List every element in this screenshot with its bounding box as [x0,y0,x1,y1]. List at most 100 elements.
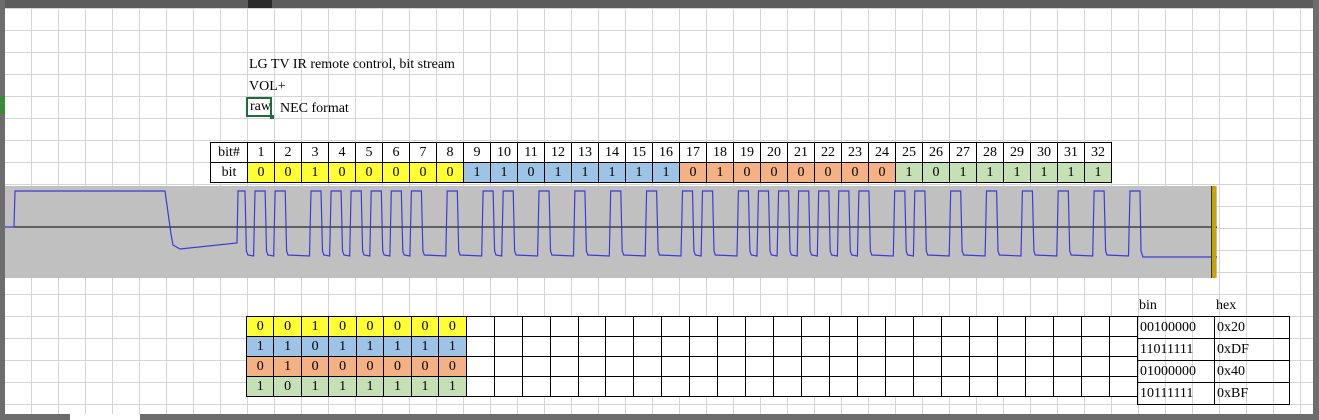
bit-value-cell[interactable]: 1 [976,162,1004,183]
bit-value-cell[interactable]: 1 [1030,162,1058,183]
bit-number-cell[interactable]: 7 [409,142,437,163]
empty-cell[interactable] [717,356,747,377]
empty-cell[interactable] [661,316,691,337]
empty-cell[interactable] [745,336,775,357]
empty-cell[interactable] [1080,376,1110,397]
empty-cell[interactable] [493,316,523,337]
empty-cell[interactable] [549,356,579,377]
empty-cell[interactable] [885,356,915,377]
bit-number-cell[interactable]: 17 [679,142,707,163]
bit-value-cell[interactable]: 1 [949,162,977,183]
sheet-title[interactable]: LG TV IR remote control, bit stream [249,57,455,72]
bit-number-cell[interactable]: 25 [895,142,923,163]
empty-cell[interactable] [997,316,1026,337]
bit-value-cell[interactable]: 0 [355,162,383,183]
byte-bit-cell[interactable]: 1 [273,356,302,377]
byte-bit-cell[interactable]: 1 [383,376,412,397]
empty-cell[interactable] [493,376,523,397]
empty-cell[interactable] [801,376,831,397]
empty-cell[interactable] [633,376,663,397]
empty-cell[interactable] [857,376,887,397]
empty-cell[interactable] [773,356,803,377]
bit-value-cell[interactable]: 0 [328,162,356,183]
empty-cell[interactable] [1108,356,1139,377]
bit-number-cell[interactable]: 12 [544,142,572,163]
bit-number-cell[interactable]: 2 [274,142,302,163]
empty-cell[interactable] [549,336,579,357]
empty-cell[interactable] [689,316,719,337]
empty-cell[interactable] [773,376,803,397]
bit-number-cell[interactable]: 13 [571,142,599,163]
empty-cell[interactable] [577,356,607,377]
empty-cell[interactable] [465,356,495,377]
empty-cell[interactable] [605,356,635,377]
byte-bit-cell[interactable]: 0 [410,316,440,337]
hex-value-cell[interactable]: 0xDF [1214,338,1290,361]
bit-value-cell[interactable]: 1 [301,162,329,183]
empty-cell[interactable] [1025,376,1054,397]
bit-number-cell[interactable]: 32 [1084,142,1112,163]
bit-value-cell[interactable]: 0 [868,162,896,183]
empty-cell[interactable] [969,376,999,397]
byte-bit-cell[interactable]: 1 [300,376,330,397]
empty-cell[interactable] [661,356,691,377]
bit-number-cell[interactable]: 5 [355,142,383,163]
empty-cell[interactable] [521,316,551,337]
bit-number-cell[interactable]: 4 [328,142,356,163]
empty-cell[interactable] [521,356,551,377]
empty-cell[interactable] [549,376,579,397]
empty-cell[interactable] [661,336,691,357]
byte-bit-cell[interactable]: 0 [245,316,275,337]
empty-cell[interactable] [577,316,607,337]
bit-value-cell[interactable]: 1 [895,162,923,183]
empty-cell[interactable] [549,316,579,337]
byte-bit-cell[interactable]: 1 [438,336,467,357]
byte-bit-cell[interactable]: 0 [245,356,275,377]
bit-value-cell[interactable]: 1 [625,162,653,183]
empty-cell[interactable] [1080,336,1110,357]
bit-value-cell[interactable]: 0 [841,162,869,183]
empty-cell[interactable] [969,336,999,357]
byte-bit-cell[interactable]: 1 [245,376,275,397]
empty-cell[interactable] [913,336,943,357]
empty-cell[interactable] [913,376,943,397]
empty-cell[interactable] [857,316,887,337]
empty-cell[interactable] [689,336,719,357]
bin-header[interactable]: bin [1139,298,1157,313]
bit-number-cell[interactable]: 29 [1003,142,1031,163]
bit-value-cell[interactable]: 1 [1084,162,1112,183]
empty-cell[interactable] [829,316,859,337]
empty-cell[interactable] [829,356,859,377]
byte-bit-cell[interactable]: 0 [438,316,467,337]
bit-value-cell[interactable]: 0 [814,162,842,183]
empty-cell[interactable] [661,376,691,397]
byte-bit-cell[interactable]: 1 [383,336,412,357]
empty-cell[interactable] [1052,376,1082,397]
bit-value-cell[interactable]: 0 [760,162,788,183]
byte-bit-cell[interactable]: 0 [328,356,357,377]
bit-number-cell[interactable]: 24 [868,142,896,163]
empty-cell[interactable] [605,316,635,337]
sheet-tab[interactable] [70,414,140,420]
bit-value-cell[interactable]: 0 [409,162,437,183]
byte-bit-cell[interactable]: 1 [273,336,302,357]
byte-bit-cell[interactable]: 0 [328,316,357,337]
bit-number-cell[interactable]: 8 [436,142,464,163]
bit-number-cell[interactable]: 21 [787,142,815,163]
bin-value-cell[interactable]: 00100000 [1137,316,1215,339]
empty-cell[interactable] [521,336,551,357]
empty-cell[interactable] [745,356,775,377]
byte-bit-cell[interactable]: 0 [383,316,412,337]
bit-number-cell[interactable]: 3 [301,142,329,163]
bit-number-cell[interactable]: 26 [922,142,950,163]
bit-number-cell[interactable]: 11 [517,142,545,163]
empty-cell[interactable] [829,336,859,357]
byte-bit-cell[interactable]: 1 [410,376,440,397]
byte-bit-cell[interactable]: 0 [273,316,302,337]
empty-cell[interactable] [941,316,971,337]
bit-number-cell[interactable]: 1 [247,142,275,163]
empty-cell[interactable] [605,376,635,397]
bit-number-cell[interactable]: 16 [652,142,680,163]
empty-cell[interactable] [1052,336,1082,357]
empty-cell[interactable] [717,336,747,357]
